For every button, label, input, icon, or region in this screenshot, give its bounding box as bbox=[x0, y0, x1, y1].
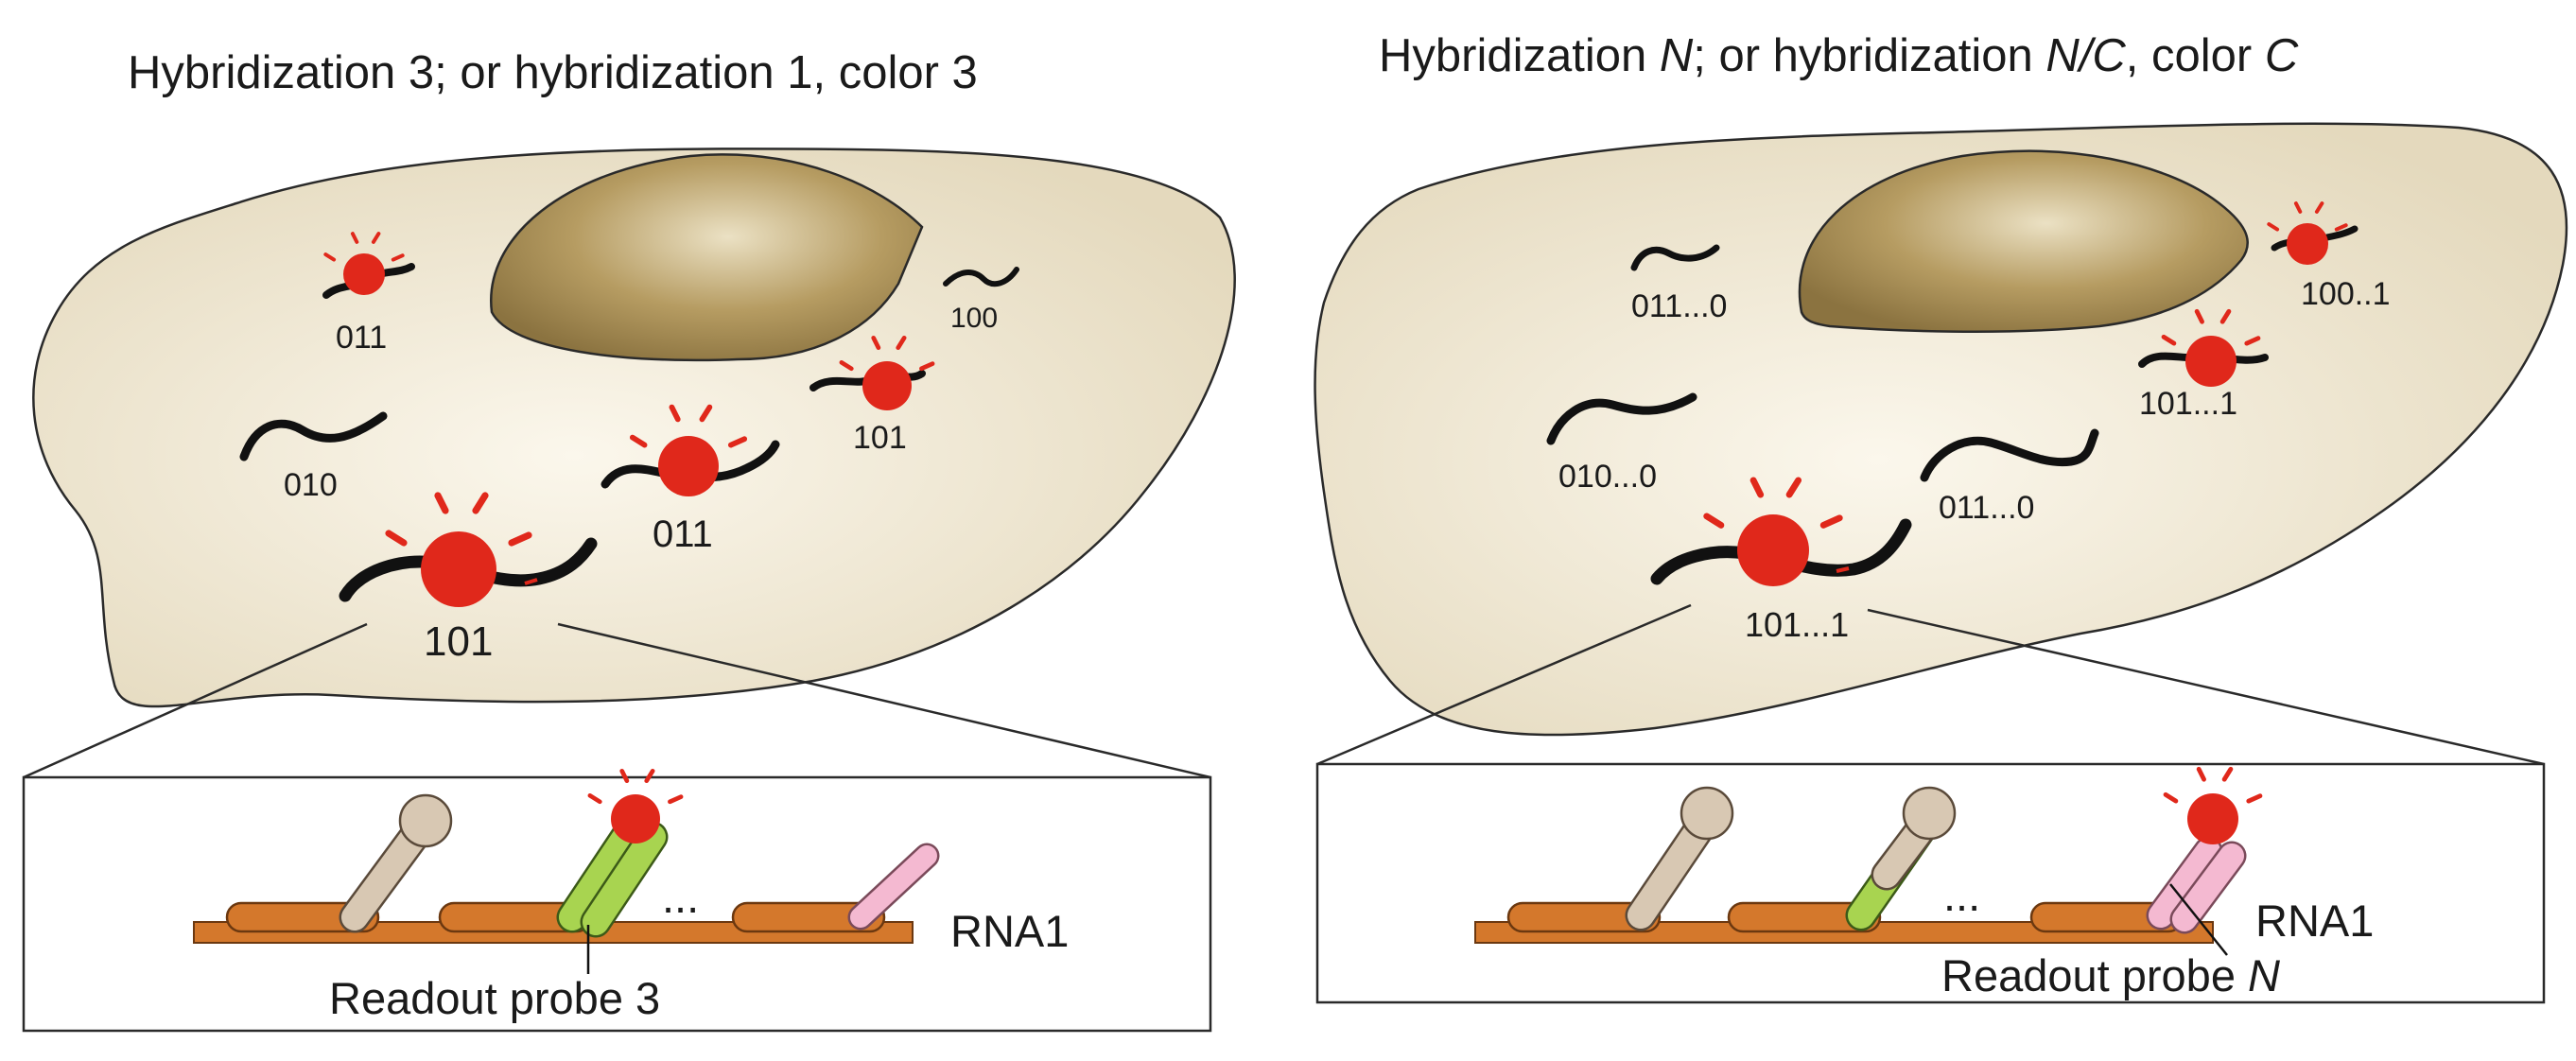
right-cell bbox=[1314, 122, 2568, 737]
left-probe-label: Readout probe 3 bbox=[329, 973, 660, 1023]
left-molecule-6: 101 bbox=[339, 496, 598, 665]
svg-text:010...0: 010...0 bbox=[1558, 459, 1657, 495]
right-molecule-2: 100..1 bbox=[2267, 201, 2391, 312]
left-molecule-4: 010 bbox=[239, 411, 388, 503]
left-readout-pink bbox=[847, 843, 940, 931]
right-molecule-3: 101...1 bbox=[2138, 311, 2269, 422]
svg-text:101...1: 101...1 bbox=[1745, 605, 1849, 644]
svg-text:010: 010 bbox=[284, 467, 338, 503]
left-readout-beige bbox=[339, 793, 453, 933]
right-readout-pink bbox=[2146, 769, 2260, 934]
right-inset: ... RNA1 Readout probe N bbox=[1315, 762, 2546, 1004]
right-rna-label: RNA1 bbox=[2255, 896, 2374, 946]
left-ellipsis: ... bbox=[662, 872, 699, 922]
left-nucleus bbox=[489, 153, 924, 362]
left-molecule-2: 100 bbox=[943, 267, 1019, 334]
right-probe-label: Readout probe N bbox=[1941, 950, 2280, 1000]
left-molecule-5: 011 bbox=[600, 408, 780, 555]
svg-text:101...1: 101...1 bbox=[2139, 386, 2237, 422]
svg-text:011: 011 bbox=[336, 320, 387, 356]
right-nucleus bbox=[1798, 149, 2249, 334]
right-panel: Hybridization N; or hybridization N/C, c… bbox=[1314, 30, 2568, 1004]
right-readout-beige-2 bbox=[1845, 786, 1957, 931]
svg-text:101: 101 bbox=[853, 420, 907, 456]
left-molecule-3: 101 bbox=[809, 338, 932, 456]
left-rna-label: RNA1 bbox=[950, 906, 1069, 956]
left-panel: Hybridization 3; or hybridization 1, col… bbox=[22, 47, 1236, 1033]
right-molecule-6: 101...1 bbox=[1650, 480, 1912, 644]
svg-text:101: 101 bbox=[424, 618, 493, 665]
svg-text:011: 011 bbox=[653, 513, 713, 555]
right-molecule-4: 010...0 bbox=[1546, 392, 1697, 495]
left-panel-title: Hybridization 3; or hybridization 1, col… bbox=[128, 47, 978, 98]
right-ellipsis: ... bbox=[1943, 870, 1980, 920]
svg-text:011...0: 011...0 bbox=[1939, 490, 2034, 526]
right-molecule-5: 011...0 bbox=[1920, 428, 2099, 526]
left-molecule-1: 011 bbox=[322, 232, 415, 356]
svg-text:011...0: 011...0 bbox=[1631, 288, 1727, 324]
right-readout-beige-1 bbox=[1625, 786, 1734, 931]
right-panel-title: Hybridization N; or hybridization N/C, c… bbox=[1379, 30, 2299, 81]
left-inset: ... RNA1 Readout probe 3 bbox=[22, 771, 1212, 1033]
svg-text:100: 100 bbox=[950, 303, 998, 334]
left-readout-green bbox=[556, 771, 681, 938]
right-molecule-1: 011...0 bbox=[1630, 244, 1727, 324]
svg-text:100..1: 100..1 bbox=[2301, 276, 2391, 312]
